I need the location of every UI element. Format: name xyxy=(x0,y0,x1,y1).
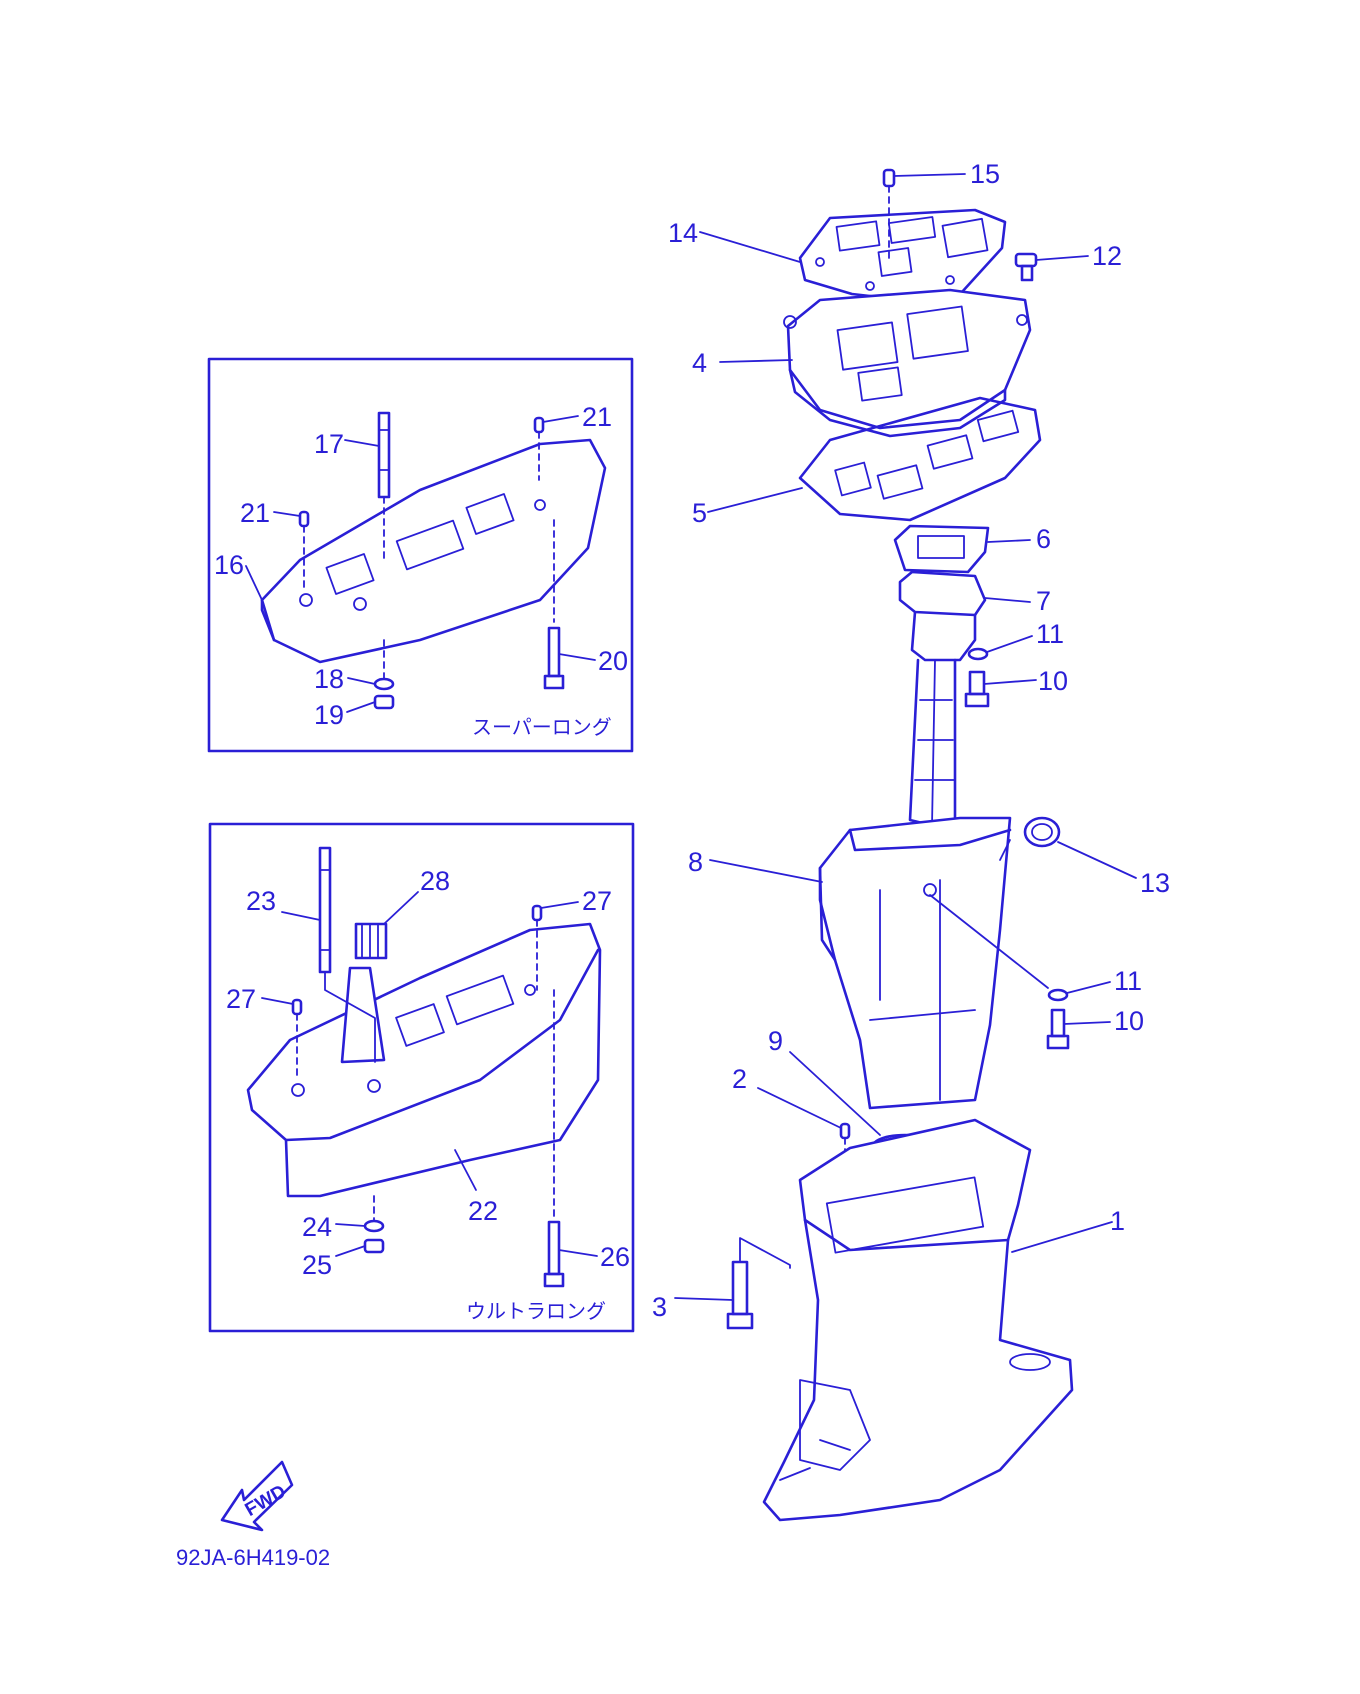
part-11-washer-lower xyxy=(1047,981,1111,1002)
callout-14: 14 xyxy=(668,218,698,248)
part-26-bolt xyxy=(543,989,598,1288)
callout-3: 3 xyxy=(652,1292,667,1322)
part-18-washer xyxy=(347,639,395,691)
callout-27-b: 27 xyxy=(226,984,256,1014)
part-10-bolt-lower xyxy=(1046,1008,1111,1050)
part-23-stud xyxy=(281,846,376,1063)
part-21-dowel-a xyxy=(533,415,579,481)
part-2-dowel xyxy=(757,1087,851,1201)
part-25-nut xyxy=(335,1238,385,1257)
callout-4: 4 xyxy=(692,348,707,378)
callout-18: 18 xyxy=(314,664,344,694)
super-long-inset-frame xyxy=(207,357,634,753)
callout-5: 5 xyxy=(692,498,707,528)
ultra-long-inset-frame xyxy=(208,822,635,1333)
part-1-lower-casing xyxy=(762,1118,1113,1522)
callout-11-lower: 11 xyxy=(1114,966,1142,996)
part-16-extension xyxy=(245,438,607,664)
part-14-gasket xyxy=(699,208,1007,302)
part-17-stud xyxy=(344,411,391,561)
part-21-dowel-b xyxy=(273,510,310,591)
part-13-grommet xyxy=(999,816,1137,879)
callout-8: 8 xyxy=(688,847,703,877)
callout-16: 16 xyxy=(214,550,244,580)
fwd-arrow-icon: FWD xyxy=(220,1460,294,1532)
callout-6: 6 xyxy=(1036,524,1051,554)
callout-25: 25 xyxy=(302,1250,332,1280)
part-8-upper-casing xyxy=(709,816,1049,1110)
callout-23: 23 xyxy=(246,886,276,916)
part-11-washer-upper xyxy=(967,635,1033,661)
part-27-dowel-a xyxy=(531,901,579,991)
callout-10-lower: 10 xyxy=(1114,1006,1144,1036)
part-28-water-pump-housing xyxy=(340,891,419,1064)
callout-15: 15 xyxy=(970,159,1000,189)
part-10-bolt-upper xyxy=(964,670,1037,708)
part-12-plug xyxy=(1014,252,1089,282)
callout-17: 17 xyxy=(314,429,344,459)
part-20-bolt xyxy=(543,519,596,690)
part-5-gasket xyxy=(707,396,1042,522)
part-4-upper-plate xyxy=(719,288,1032,438)
callout-12: 12 xyxy=(1092,241,1122,271)
callout-11-upper: 11 xyxy=(1036,619,1064,649)
callout-19: 19 xyxy=(314,700,344,730)
part-24-washer xyxy=(335,1195,385,1233)
callout-20: 20 xyxy=(598,646,628,676)
callout-2: 2 xyxy=(732,1064,747,1094)
callout-21-b: 21 xyxy=(240,498,270,528)
callout-9: 9 xyxy=(768,1026,783,1056)
callout-13: 13 xyxy=(1140,868,1170,898)
part-7-exhaust-guide xyxy=(898,570,1031,828)
part-6-gasket xyxy=(893,524,1031,574)
drawing-number: 92JA-6H419-02 xyxy=(176,1545,330,1570)
ultra-long-caption: ウルトラロング xyxy=(466,1299,606,1323)
fwd-label: FWD xyxy=(242,1481,290,1521)
callout-28: 28 xyxy=(420,866,450,896)
callout-26: 26 xyxy=(600,1242,630,1272)
callout-1: 1 xyxy=(1110,1206,1125,1236)
part-27-dowel-b xyxy=(261,997,303,1081)
part-22-extension xyxy=(246,922,602,1198)
part-19-nut xyxy=(346,694,395,713)
callout-7: 7 xyxy=(1036,586,1051,616)
callout-22: 22 xyxy=(468,1196,498,1226)
part-3-bolt xyxy=(674,1237,791,1330)
callout-24: 24 xyxy=(302,1212,332,1242)
super-long-caption: スーパーロング xyxy=(472,715,612,739)
callout-10-upper: 10 xyxy=(1038,666,1068,696)
callout-21-a: 21 xyxy=(582,402,612,432)
callout-27-a: 27 xyxy=(582,886,612,916)
